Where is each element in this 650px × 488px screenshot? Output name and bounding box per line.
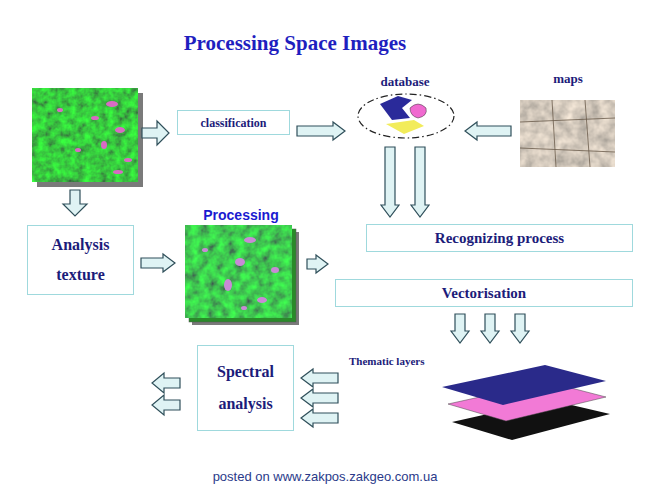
block-arrow (481, 314, 499, 343)
block-arrow (411, 147, 429, 217)
node-label: Processing (182, 207, 300, 223)
process-box: Recognizing process (366, 224, 633, 252)
map-node: maps (518, 66, 618, 168)
block-arrow (63, 190, 87, 216)
map-texture (520, 100, 615, 167)
process-box: Analysis texture (27, 225, 134, 295)
caption: posted on www.zakpos.zakgeo.com.ua (150, 469, 500, 484)
image-node: Processing (182, 205, 300, 320)
pink-spots (57, 101, 132, 174)
process-box: Vectorisation (335, 279, 633, 307)
block-arrow (301, 389, 338, 407)
block-arrow (142, 121, 169, 145)
process-box: Spectral analysis (197, 345, 294, 431)
block-arrow (465, 122, 511, 140)
satellite-image (32, 88, 138, 182)
node-label: Recognizing process (435, 229, 564, 247)
processed-texture (185, 225, 292, 318)
map-lines (520, 100, 615, 167)
layer-navy (442, 365, 606, 405)
database-node: database (352, 70, 458, 140)
block-arrow (152, 373, 180, 393)
node-label: Spectral analysis (202, 356, 289, 420)
block-arrow (141, 254, 175, 272)
block-arrow (451, 314, 469, 343)
node-label: database (352, 74, 458, 89)
satellite-texture (32, 88, 138, 182)
block-arrow (301, 409, 338, 427)
process-box: classification (177, 110, 290, 135)
database-outline (358, 94, 454, 138)
block-arrow (511, 314, 529, 343)
node-label: classification (201, 116, 267, 130)
diagram-title: Processing Space Images (150, 31, 440, 56)
map-image (520, 100, 615, 167)
database-shape (380, 96, 412, 120)
block-arrow (307, 255, 328, 273)
node-label: Thematic layers (349, 355, 424, 368)
block-arrow (381, 147, 399, 217)
database-shape (386, 120, 424, 134)
pink-spots (202, 237, 279, 310)
node-label: maps (518, 71, 618, 86)
block-arrow (297, 122, 345, 140)
node-label: Vectorisation (442, 284, 526, 302)
block-arrow (152, 395, 180, 415)
database-shape (410, 104, 426, 118)
block-arrow (301, 369, 338, 387)
processed-image (185, 225, 292, 318)
layers-node: Thematic layers (345, 350, 615, 444)
node-label: Analysis texture (32, 230, 129, 290)
